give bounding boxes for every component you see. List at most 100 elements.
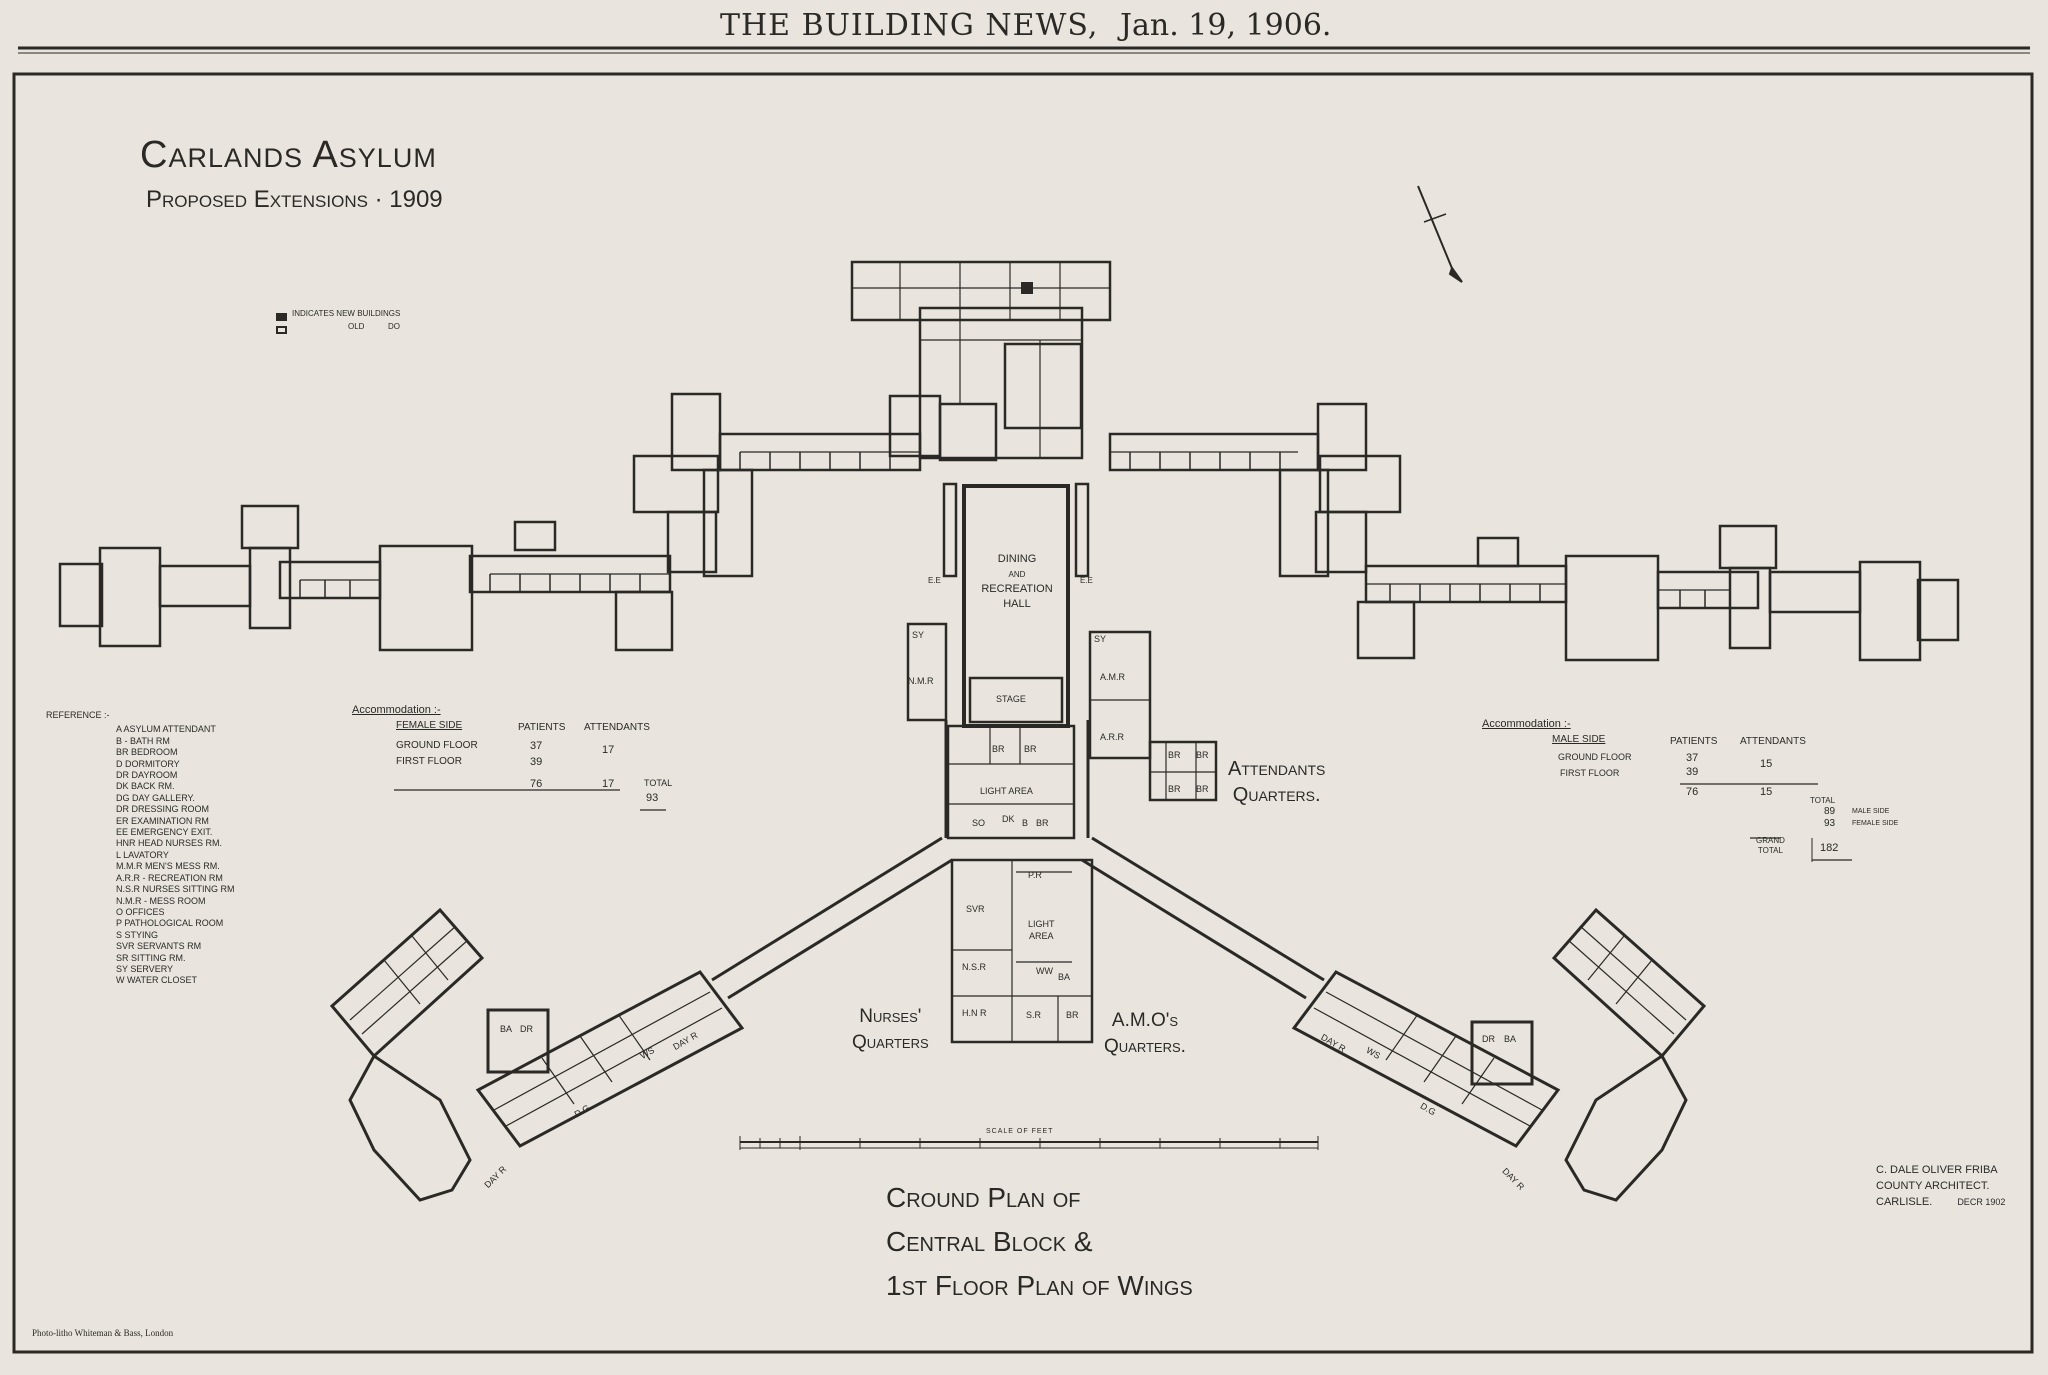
reference-heading: Reference :- (46, 710, 110, 720)
reference-item: A Asylum Attendant (116, 724, 216, 735)
room-ba-right: BA (1504, 1034, 1517, 1044)
label-attendants-line: Quarters. (1232, 784, 1321, 806)
grand-label-line: Total (1757, 846, 1783, 855)
reference-item: ER Examination Rm (116, 815, 209, 826)
room-br-2: BR (1024, 744, 1037, 754)
male-grand-total-label: Grand Total (1756, 836, 1785, 856)
female-accommodation-heading: Accommodation :- (352, 704, 441, 716)
male-side-label: Male Side (1552, 734, 1606, 745)
female-row-label: First Floor (396, 756, 462, 767)
reference-item: BR Bedroom (116, 747, 178, 758)
male-total-male-label: Male Side (1852, 808, 1890, 815)
plan-title-line: Central Block & (886, 1226, 1093, 1257)
female-side-label: Female Side (396, 720, 463, 731)
room-amr: A.M.R (1100, 672, 1126, 682)
male-accommodation-heading: Accommodation :- (1482, 718, 1571, 730)
masthead-publication: THE BUILDING NEWS, (720, 8, 1099, 43)
room-arr: A.R.R (1100, 732, 1125, 742)
label-nurses-quarters: Nurses' Quarters (852, 1004, 929, 1056)
printer-credit: Photo-litho Whiteman & Bass, London (32, 1328, 174, 1338)
plan-title-line: 1st Floor Plan of Wings (886, 1264, 1193, 1308)
room-dining-line: Recreation (981, 583, 1053, 595)
room-br-4: BR (1168, 750, 1181, 760)
room-br-3: BR (1036, 818, 1049, 828)
label-amo-quarters: A.M.O's Quarters. (1104, 1008, 1186, 1060)
reference-item: B - Bath Rm (116, 735, 170, 746)
room-br-7: BR (1196, 784, 1209, 794)
reference-item: L Lavatory (116, 849, 169, 860)
room-ee-left: E.E (928, 576, 941, 585)
room-dining-hall: Dining and Recreation Hall (976, 552, 1058, 612)
reference-item: W Water Closet (116, 975, 197, 986)
room-light-line: Light (1028, 919, 1055, 929)
room-sr: S.R (1026, 1010, 1042, 1020)
grand-label-line: Grand (1756, 836, 1785, 845)
room-ba-left: BA (500, 1024, 513, 1034)
reference-item: SVR Servants Rm (116, 941, 202, 952)
male-total-female-label: Female Side (1852, 820, 1899, 827)
label-amo-line: A.M.O's (1111, 1010, 1179, 1031)
room-dr-right: DR (1482, 1034, 1495, 1044)
reference-item: S Stying (116, 929, 159, 940)
reference-legend: Reference :- A Asylum Attendant B - Bath… (46, 710, 235, 987)
room-br-1: BR (992, 744, 1005, 754)
label-attendants-quarters: Attendants Quarters. (1228, 756, 1325, 808)
architect-role: County Architect. (1876, 1180, 1990, 1192)
room-light-line: Area (1029, 931, 1054, 941)
plan-title-ordinal: 1st (886, 1270, 928, 1301)
room-hnr: H.N R (962, 1008, 987, 1018)
room-nmr: N.M.R (908, 676, 934, 686)
reference-item: DG Day Gallery. (116, 792, 195, 803)
drawing-title: Carlands Asylum (140, 134, 437, 176)
drawing-subtitle: Proposed Extensions · 1909 (146, 186, 443, 213)
label-nurses-line: Nurses' (859, 1006, 922, 1027)
room-br-5: BR (1196, 750, 1209, 760)
male-col-patients: Patients (1670, 736, 1718, 747)
male-total-male: 89 (1824, 806, 1836, 817)
reference-item: N.S.R Nurses Sitting Rm (116, 884, 235, 895)
reference-item: EE Emergency Exit. (116, 827, 213, 838)
male-row-attendants: 15 (1760, 758, 1773, 770)
female-col-attendants: Attendants (584, 722, 650, 733)
room-b: B (1022, 818, 1029, 828)
male-total-female: 93 (1824, 818, 1836, 829)
plan-title: Cround Plan of Central Block & 1st Floor… (886, 1176, 1193, 1308)
architect-place: Carlisle. (1876, 1196, 1933, 1208)
room-light-area: Light Area (980, 786, 1033, 796)
female-row-attendants: 17 (602, 744, 615, 756)
female-row-patients: 37 (530, 740, 543, 752)
label-amo-line: Quarters. (1104, 1036, 1186, 1057)
reference-item: O Offices (116, 906, 165, 917)
male-col-attendants: Attendants (1740, 736, 1806, 747)
female-sum-patients: 76 (530, 778, 543, 790)
reference-item: HNR Head Nurses Rm. (116, 838, 223, 849)
scale-label: Scale of Feet (986, 1128, 1054, 1135)
room-ba: BA (1058, 972, 1071, 982)
room-pr: P.R (1028, 870, 1042, 880)
reference-item: M.M.R Men's Mess Rm. (116, 861, 220, 872)
reference-item: DR Dressing Room (116, 804, 210, 815)
room-so: SO (972, 818, 986, 828)
room-ww: WW (1036, 966, 1053, 976)
female-row-label: Ground Floor (396, 740, 478, 751)
room-sy-right: SY (1094, 634, 1107, 644)
male-total-label: Total (1810, 796, 1836, 805)
label-nurses-line: Quarters (852, 1032, 929, 1053)
architect-date: Decr 1902 (1957, 1197, 2006, 1207)
female-sum-attendants: 17 (602, 778, 615, 790)
masthead-date: Jan. 19, 1906. (1120, 8, 1332, 43)
room-nsr: N.S.R (962, 962, 987, 972)
room-sy-left: SY (912, 630, 925, 640)
reference-item: DK Back Rm. (116, 781, 175, 792)
key-old: Old (348, 322, 365, 331)
male-row-label: First Floor (1560, 768, 1620, 778)
male-row-patients: 37 (1686, 752, 1699, 764)
male-sum-patients: 76 (1686, 786, 1699, 798)
reference-item: SY Servery (116, 963, 174, 974)
key-new-buildings: Indicates New Buildings (292, 309, 401, 318)
male-row-label: Ground Floor (1558, 752, 1632, 762)
room-svr: SVR (966, 904, 985, 914)
architect-block: C. Dale Oliver FRIBA County Architect. C… (1876, 1162, 2005, 1210)
room-br-6: BR (1168, 784, 1181, 794)
